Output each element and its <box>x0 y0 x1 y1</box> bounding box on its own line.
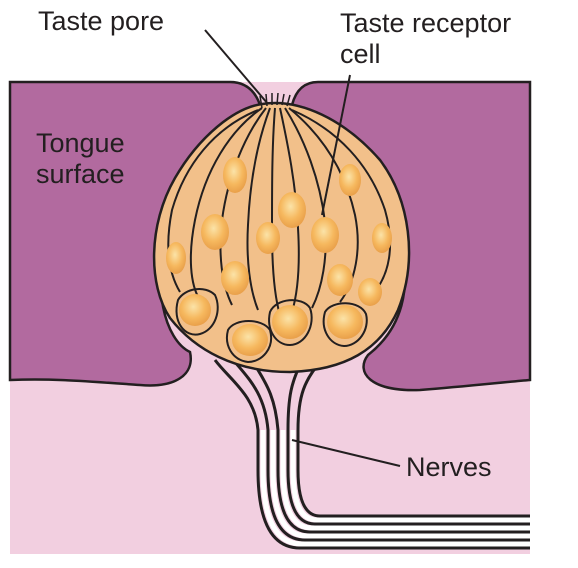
tongue-surface-label: Tongue surface <box>36 128 125 190</box>
taste-receptor-label-line2: cell <box>340 39 511 70</box>
nerves-label: Nerves <box>406 452 492 483</box>
taste-receptor-cell-label: Taste receptor cell <box>340 8 511 70</box>
taste-pore-label: Taste pore <box>38 6 164 37</box>
tongue-label-line2: surface <box>36 159 125 190</box>
taste-receptor-label-line1: Taste receptor <box>340 8 511 39</box>
tongue-label-line1: Tongue <box>36 128 125 159</box>
